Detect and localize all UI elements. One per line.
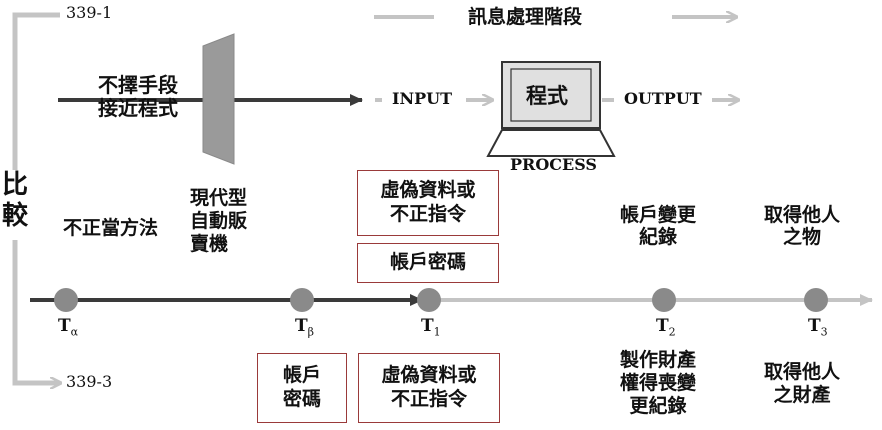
info-stage-label: 訊息處理階段	[468, 6, 583, 28]
timeline-node-t3	[804, 288, 828, 312]
barrier-wall	[202, 33, 235, 165]
laptop-base	[486, 129, 616, 157]
bracket-top-line	[12, 12, 60, 170]
tick-label-t-beta: Tβ	[295, 316, 315, 339]
take-property-top-label: 取得他人 之物	[764, 204, 841, 248]
bracket-bottom-line	[12, 240, 60, 383]
make-property-record-label: 製作財產 權得喪變 更紀錄	[620, 349, 697, 417]
timeline-node-t-beta	[290, 288, 314, 312]
tick-label-t3: T3	[808, 316, 828, 339]
tick-label-t2: T2	[656, 316, 676, 339]
program-label: 程式	[526, 83, 568, 108]
tick-label-t1: T1	[421, 316, 441, 339]
unscrupulous-label: 不擇手段 接近程式	[98, 73, 178, 120]
account-change-label: 帳戶變更 紀錄	[620, 204, 697, 248]
timeline-node-t2	[652, 288, 676, 312]
input-label: INPUT	[392, 89, 452, 108]
take-property-bottom-label: 取得他人 之財產	[764, 361, 841, 406]
tick-label-t-alpha: Tα	[58, 316, 79, 339]
timeline-node-t1	[417, 288, 441, 312]
compare-label: 比 較	[2, 170, 29, 232]
ref-top-label: 339-1	[66, 3, 113, 22]
vending-machine-label: 現代型 自動販 賣機	[190, 187, 248, 256]
timeline-node-t-alpha	[54, 288, 78, 312]
false-data-box-bottom: 虛偽資料或 不正指令	[358, 353, 500, 423]
output-label: OUTPUT	[624, 89, 702, 108]
account-password-box-top: 帳戶密碼	[357, 243, 499, 283]
ref-bottom-label: 339-3	[66, 372, 113, 391]
account-password-box-bottom: 帳戶 密碼	[257, 353, 347, 423]
laptop-screen-inner	[510, 68, 592, 122]
false-data-box-top: 虛偽資料或 不正指令	[357, 170, 499, 236]
process-label: PROCESS	[510, 155, 597, 174]
improper-method-label: 不正當方法	[63, 217, 159, 239]
